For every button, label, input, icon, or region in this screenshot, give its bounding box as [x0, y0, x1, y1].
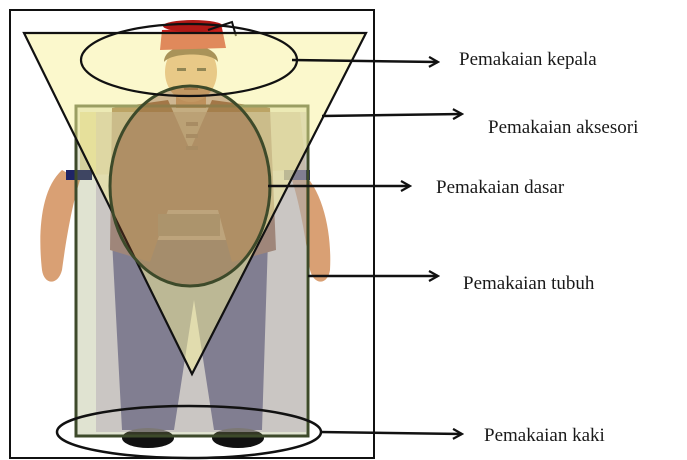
right-shoe: [212, 428, 264, 448]
left-shoe: [122, 428, 174, 448]
label-pemakaian-kaki: Pemakaian kaki: [484, 425, 605, 446]
label-pemakaian-dasar: Pemakaian dasar: [436, 177, 565, 198]
label-pemakaian-tubuh: Pemakaian tubuh: [463, 273, 595, 294]
arrow-kaki: [319, 432, 462, 434]
arrow-kepala: [291, 60, 438, 62]
coverage-triangle: [22, 31, 368, 377]
left-arm: [40, 170, 80, 282]
label-pemakaian-aksesori: Pemakaian aksesori: [488, 117, 639, 138]
label-pemakaian-kepala: Pemakaian kepala: [459, 49, 597, 70]
arrow-aksesori: [321, 114, 462, 116]
basic-wear-ellipse: [108, 84, 272, 288]
